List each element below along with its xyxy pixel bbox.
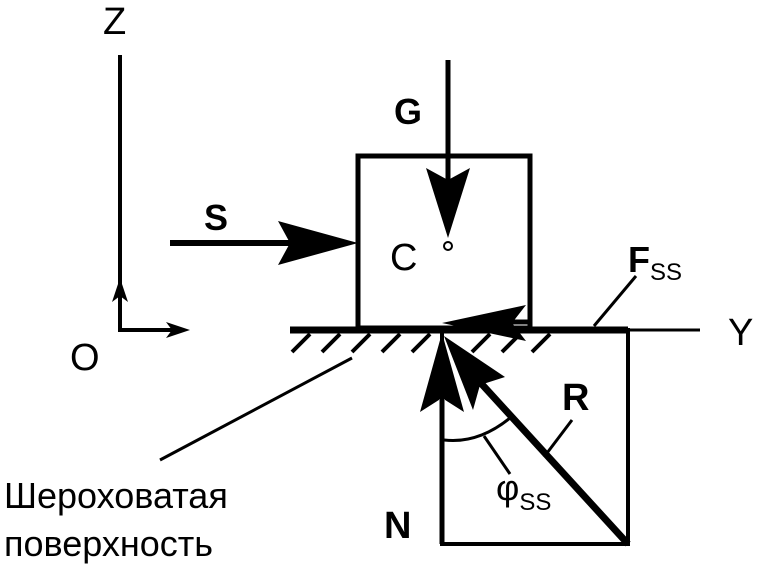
y-axis-label: Y: [728, 312, 753, 354]
reaction-arrowhead: [444, 336, 505, 410]
y-axis-arrowhead: [166, 322, 190, 338]
reaction-label: R: [562, 377, 589, 419]
z-axis-label: Z: [103, 1, 126, 43]
push-force-arrowhead: [278, 221, 358, 265]
angle-arc: [443, 416, 511, 443]
gravity-label: G: [394, 91, 422, 132]
push-force-label: S: [204, 197, 228, 238]
center-label: C: [390, 237, 417, 279]
gravity-arrowhead: [426, 168, 470, 238]
angle-leader: [482, 435, 512, 475]
z-axis-arrowhead: [112, 278, 128, 302]
surface-label-line1: Шероховатая: [4, 475, 228, 516]
normal-label: N: [384, 505, 411, 547]
friction-label-sub: SS: [650, 259, 682, 286]
surface-label-line2: поверхность: [4, 523, 213, 564]
friction-label: FSS: [628, 239, 682, 286]
friction-label-main: F: [628, 239, 650, 280]
angle-label: φSS: [496, 467, 551, 516]
reaction-leader: [542, 419, 574, 458]
surface-leader: [159, 356, 353, 462]
reaction-shaft: [475, 377, 631, 547]
angle-label-sub: SS: [519, 489, 551, 516]
friction-leader: [592, 275, 638, 327]
surface-hatching: [290, 332, 552, 354]
angle-label-main: φ: [496, 467, 519, 508]
center-of-mass-point: [443, 241, 453, 251]
normal-arrowhead: [420, 333, 464, 412]
origin-label: O: [70, 337, 100, 379]
